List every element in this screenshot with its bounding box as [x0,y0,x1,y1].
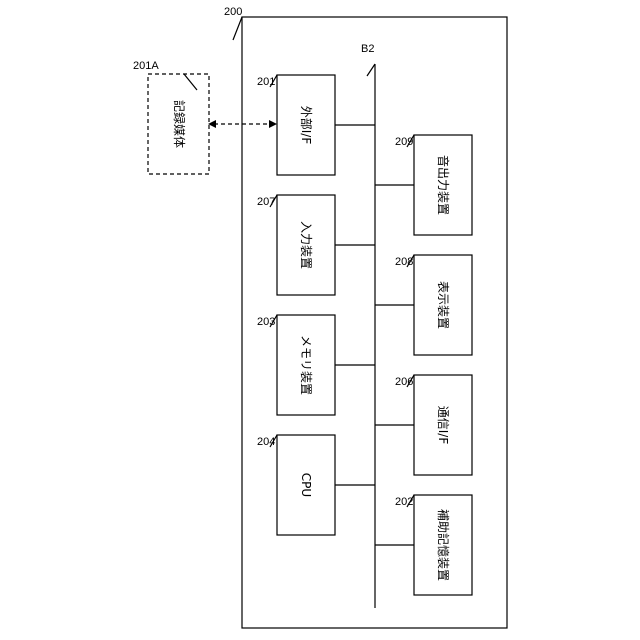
unit-ref: 208 [395,256,413,268]
unit-label: CPU [299,473,313,497]
unit-ref: 203 [257,316,275,328]
recording-medium-ref: 201A [133,60,159,72]
unit-ref: 206 [395,376,413,388]
unit-label: 通信I/F [436,406,450,445]
unit-ref: 201 [257,76,275,88]
unit-label: 外部I/F [299,106,314,145]
unit-ref: 207 [257,196,275,208]
unit-label: 音出力装置 [436,155,451,215]
device-leader [233,17,242,40]
unit-label: 入力装置 [299,221,313,269]
unit-ref: 204 [257,436,275,448]
recording-medium-label: 記録媒体 [172,100,187,148]
unit-ref: 202 [395,496,413,508]
device-ref: 200 [224,6,242,18]
unit-ref: 209 [395,136,413,148]
unit-label: メモリ装置 [299,335,313,395]
unit-label: 表示装置 [436,281,450,329]
unit-label: 補助記憶装置 [436,509,451,581]
bus-ref: B2 [361,43,374,55]
